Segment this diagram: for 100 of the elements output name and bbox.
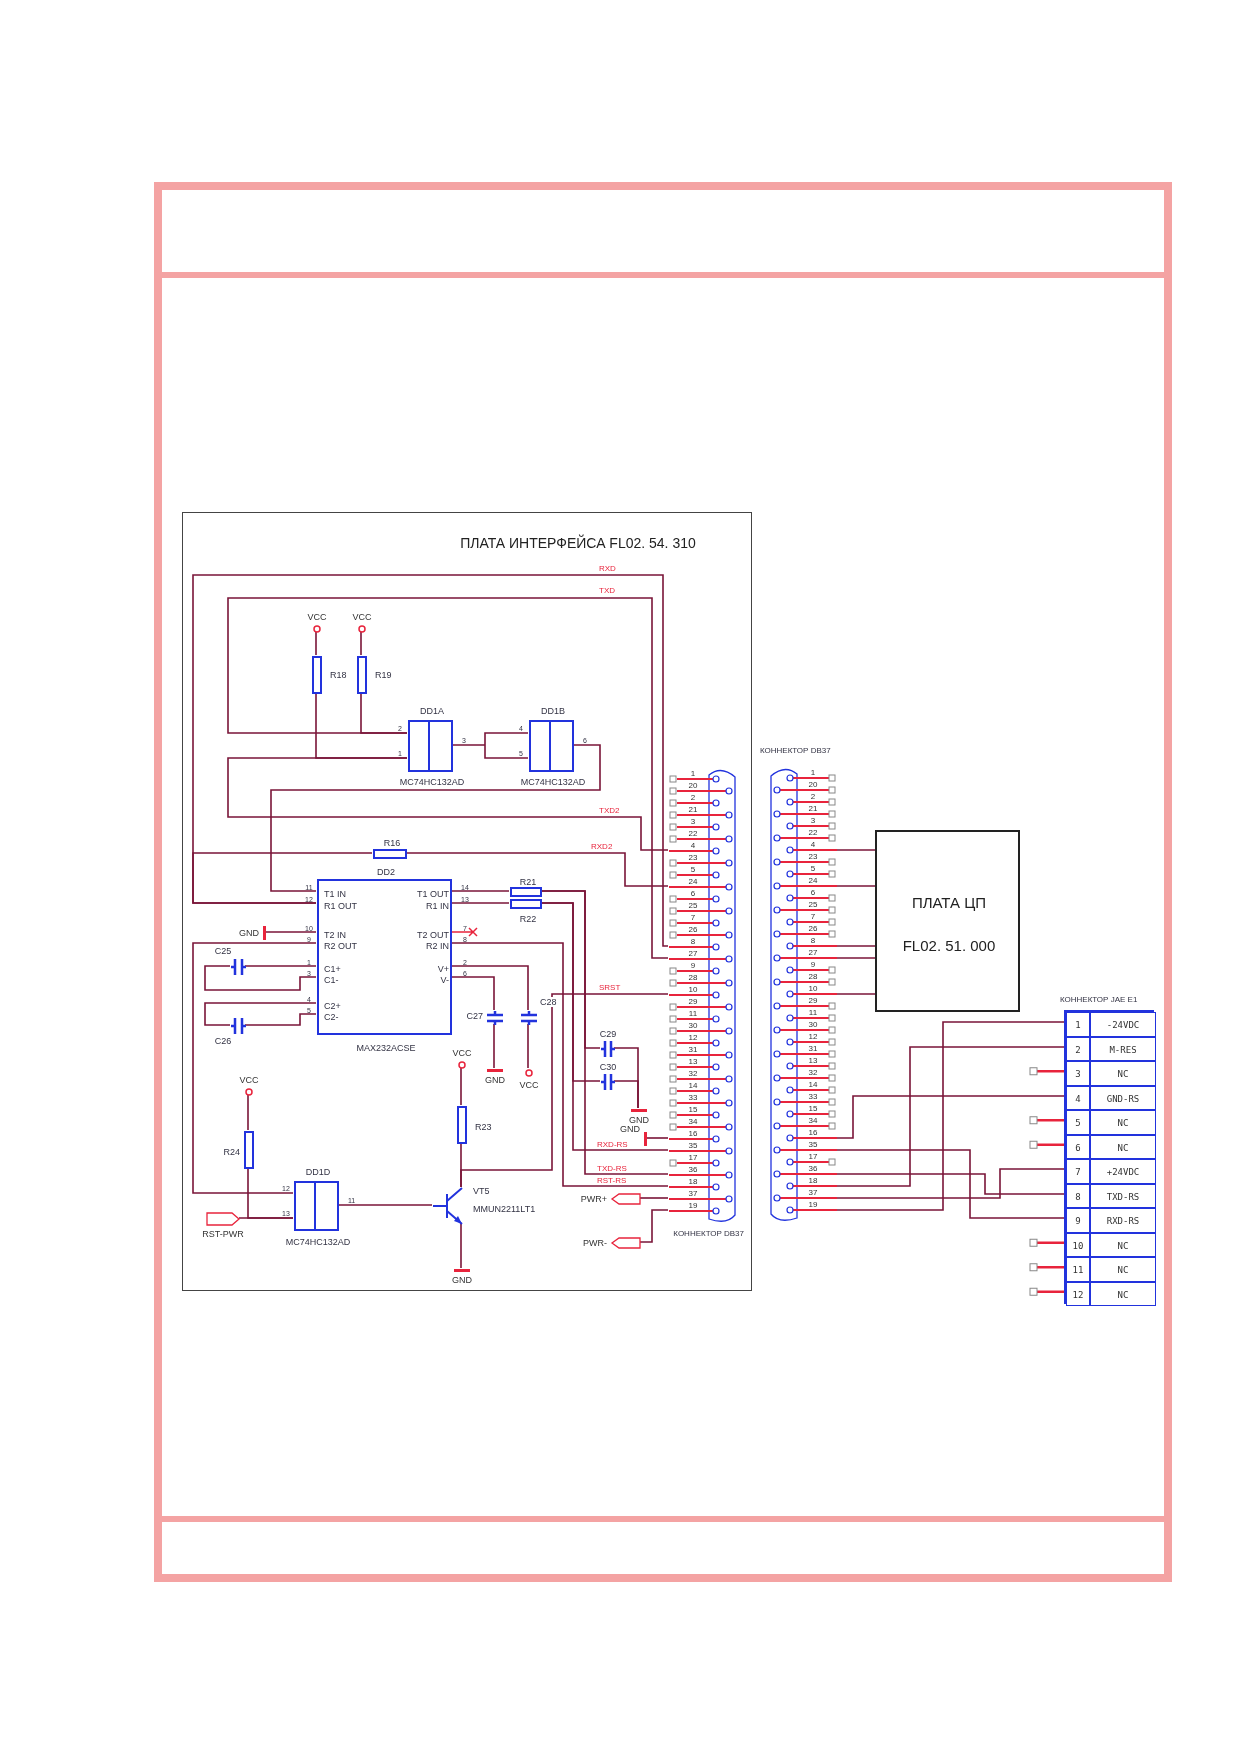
wire: [836, 1021, 1065, 1211]
wire: [540, 890, 601, 1049]
pin-number: 31: [688, 1045, 698, 1054]
pin-number: 33: [688, 1093, 698, 1102]
pin-number: 24: [688, 877, 698, 886]
signal-label: PWR-: [583, 1238, 607, 1248]
pin-number: 4: [810, 840, 816, 849]
pin-row: [1066, 1036, 1156, 1061]
wire: [527, 1023, 529, 1069]
pin-row: [1066, 1159, 1156, 1184]
wire: [836, 1046, 1065, 1187]
pin-name: V-: [440, 975, 449, 985]
pin-name: NC: [1117, 1142, 1129, 1153]
pin-row: [1066, 1281, 1156, 1306]
connector-label: КОННЕКТОР DB37: [673, 1229, 744, 1239]
pin-name: NC: [1117, 1118, 1129, 1128]
part-number: MC74HC132AD: [520, 777, 586, 787]
pin-number: 5: [1075, 1118, 1081, 1128]
board-title: ПЛАТА ИНТЕРФЕЙСА FL02. 54. 310: [460, 535, 696, 551]
wire: [238, 1217, 294, 1219]
component-label: R18: [330, 670, 347, 680]
wire: [645, 1137, 669, 1139]
connector-label: КОННЕКТОР DB37: [760, 746, 831, 756]
component-label: R23: [475, 1122, 492, 1132]
pin-name: T1 OUT: [417, 889, 449, 899]
pin-number: 20: [688, 781, 698, 790]
pin-name: R1 OUT: [324, 901, 357, 911]
component-label: DD1A: [420, 706, 444, 716]
pin-number: 32: [808, 1068, 818, 1077]
pin-number: 27: [688, 949, 698, 958]
pin-number: 37: [688, 1189, 698, 1198]
component-label: R22: [519, 914, 537, 924]
net-label: TXD: [598, 586, 616, 595]
pin-name: C2+: [324, 1001, 341, 1011]
wire: [836, 957, 876, 959]
component-label: C30: [599, 1062, 617, 1072]
pin-number: 7: [1075, 1167, 1081, 1177]
pin-number: 25: [688, 901, 698, 910]
wire: [192, 942, 317, 1194]
wire: [244, 1013, 317, 1026]
wire: [405, 852, 669, 887]
pin-number: 12: [808, 1032, 818, 1041]
wire: [493, 1023, 495, 1069]
pin-number: 30: [688, 1021, 698, 1030]
pin-row: [1066, 1012, 1156, 1037]
pin-row: [1066, 1257, 1156, 1282]
wire: [836, 849, 876, 851]
pin-number: 34: [808, 1116, 818, 1125]
pin-name: GND-RS: [1106, 1093, 1140, 1104]
board-block: [875, 830, 1020, 1012]
pin-row: [1066, 1208, 1156, 1233]
part-number: MC74HC132AD: [285, 1237, 351, 1247]
pin-name: R2 OUT: [324, 941, 357, 951]
pin-number: 10: [808, 984, 818, 993]
pin-number: 1: [690, 769, 696, 778]
pin-row: [1066, 1183, 1156, 1208]
signal-label: RST-PWR: [202, 1229, 244, 1239]
pin-row: [1066, 1232, 1156, 1257]
pin-row: [1066, 1061, 1156, 1086]
pin-number: 11: [688, 1009, 698, 1018]
wire: [639, 1209, 669, 1243]
pin-number: 13: [688, 1057, 698, 1066]
wire: [836, 1095, 1065, 1139]
pin-number: 4: [690, 841, 696, 850]
pin-name: RXD-RS: [1106, 1216, 1140, 1226]
net-label: RST-RS: [596, 1176, 628, 1185]
pin-name: T2 OUT: [417, 930, 449, 940]
component-label: C28: [540, 997, 557, 1007]
component-label: R21: [519, 877, 537, 887]
pin-number: 20: [808, 780, 818, 789]
pin-number: 8: [1075, 1191, 1081, 1202]
net-label: TXD-RS: [596, 1164, 628, 1173]
pin-number: 1: [810, 768, 816, 777]
pin-number: 13: [808, 1056, 818, 1065]
signal-label: PWR+: [580, 1194, 607, 1204]
component-label: C26: [214, 1036, 232, 1046]
pin-number: 8: [690, 937, 696, 946]
component-label: C25: [214, 946, 232, 956]
pin-name: NC: [1117, 1265, 1129, 1275]
net-label: RXD2: [590, 842, 614, 851]
pin-name: NC: [1117, 1289, 1129, 1300]
pin-number: 3: [690, 817, 696, 826]
wire: [460, 1222, 462, 1269]
ground-label: GND: [485, 1075, 505, 1085]
pin-number: 34: [688, 1117, 698, 1126]
pin-number: 23: [808, 852, 818, 861]
component-label: C29: [599, 1029, 617, 1039]
wire: [836, 885, 876, 887]
power-label: VCC: [352, 612, 372, 622]
part-number: MAX232ACSE: [356, 1043, 416, 1053]
wire: [227, 757, 669, 851]
ground-label: GND: [629, 1115, 649, 1125]
pin-number: 35: [808, 1140, 818, 1149]
pin-number: 18: [808, 1176, 818, 1185]
pin-number: 6: [810, 888, 816, 897]
wire: [204, 965, 317, 991]
wire: [836, 1149, 1065, 1219]
wire: [227, 597, 669, 959]
pin-name: T1 IN: [324, 889, 346, 899]
pin-number: 27: [808, 948, 818, 957]
